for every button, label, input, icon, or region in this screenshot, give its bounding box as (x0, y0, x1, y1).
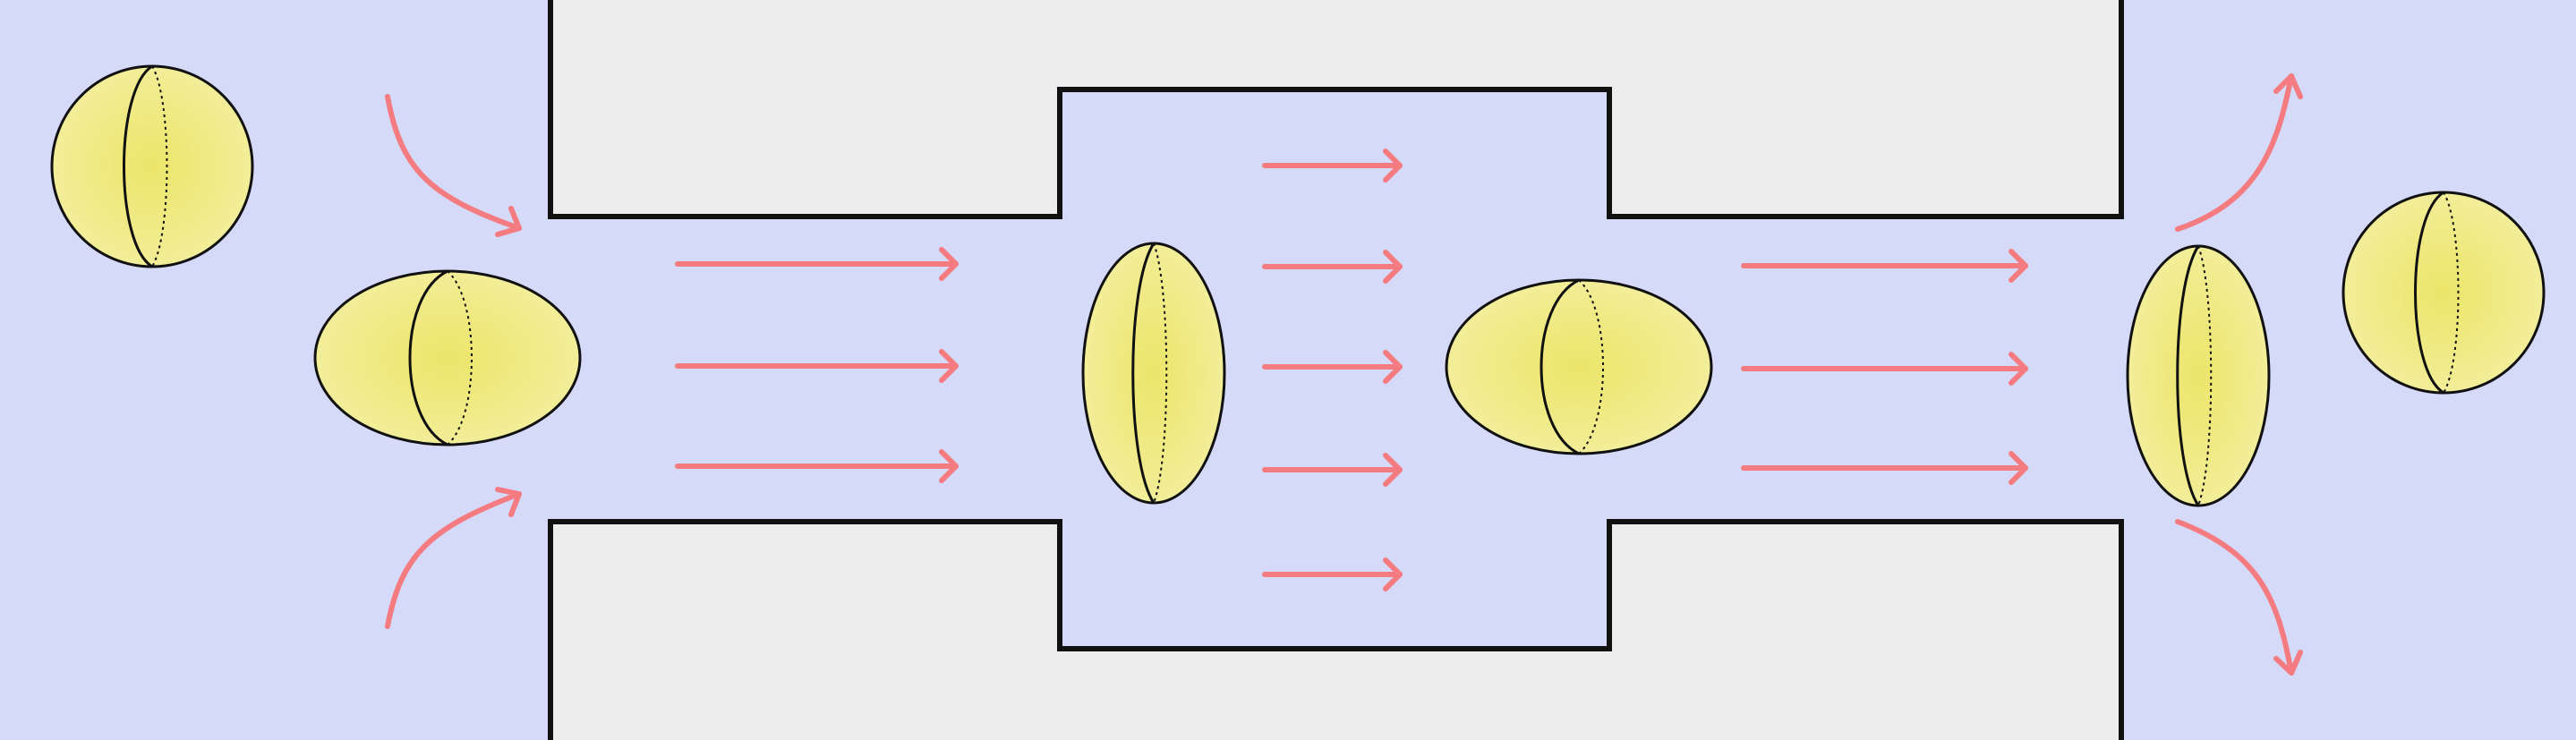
flow-arrow-channel-right-2 (1741, 352, 2028, 386)
cell-ellipsoid-compressed-1 (1081, 242, 1226, 505)
flow-arrow-channel-left-2 (675, 349, 959, 383)
flow-arrow-chamber-2 (1262, 250, 1403, 284)
flow-arrow-chamber-4 (1262, 453, 1403, 487)
flow-arrow-outlet-bottom (2175, 519, 2303, 676)
flow-arrow-chamber-5 (1262, 557, 1403, 591)
bottom-wall (548, 519, 2124, 740)
cell-ellipsoid-relaxed (1445, 278, 1713, 455)
flow-arrow-channel-right-3 (1741, 451, 2028, 485)
cell-ellipsoid-entering (313, 269, 582, 447)
top-wall (548, 0, 2124, 219)
flow-arrow-chamber-3 (1262, 350, 1403, 384)
flow-arrow-chamber-1 (1262, 149, 1403, 183)
flow-arrow-inlet-top (385, 94, 522, 237)
flow-arrow-channel-left-3 (675, 449, 959, 483)
cell-sphere-outlet (2341, 191, 2546, 395)
flow-arrow-outlet-top (2175, 73, 2303, 232)
flow-arrow-channel-left-1 (675, 247, 959, 281)
cell-ellipsoid-compressed-2 (2126, 244, 2271, 507)
flow-arrow-inlet-bottom (385, 487, 522, 629)
cell-sphere-inlet (50, 64, 254, 268)
flow-arrow-channel-right-1 (1741, 249, 2028, 283)
